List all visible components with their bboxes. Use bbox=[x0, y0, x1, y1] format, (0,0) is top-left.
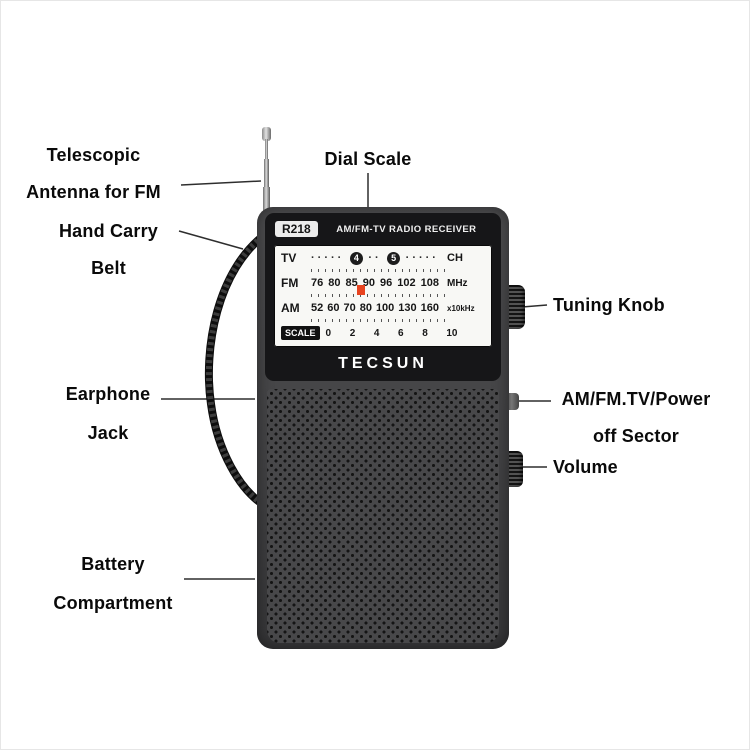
am-unit-label: x10kHz bbox=[447, 303, 475, 313]
fm-freq: 80 bbox=[328, 277, 341, 289]
am-freq: 70 bbox=[343, 302, 356, 314]
label-telescopic-antenna: Telescopic Antenna for FM bbox=[11, 137, 176, 211]
belt-braid-texture bbox=[205, 230, 269, 510]
scale-badge: SCALE bbox=[281, 326, 320, 340]
am-freq: 100 bbox=[375, 302, 395, 314]
scale-num: 2 bbox=[349, 327, 356, 339]
fm-band-label: FM bbox=[281, 276, 299, 290]
label-earphone-line1: Earphone bbox=[65, 384, 151, 404]
am-freq: 60 bbox=[327, 302, 340, 314]
label-hand-carry-line1: Hand Carry bbox=[58, 221, 159, 241]
label-earphone-jack: Earphone Jack bbox=[53, 375, 163, 453]
fm-freq: 76 bbox=[311, 277, 324, 289]
label-battery-compartment: Battery Compartment bbox=[29, 545, 197, 623]
tv-preset-4: 4 bbox=[349, 251, 363, 265]
fm-unit-label: MHz bbox=[447, 277, 468, 289]
tv-dots-mid: ·· bbox=[368, 252, 382, 264]
scale-num: 4 bbox=[373, 327, 380, 339]
label-power-sector-line1: AM/FM.TV/Power bbox=[561, 389, 711, 409]
label-volume: Volume bbox=[553, 457, 618, 477]
am-scale: 52 60 70 80 100 130 160 bbox=[311, 302, 439, 314]
receiver-title: AM/FM-TV RADIO RECEIVER bbox=[336, 223, 477, 235]
radio-face-panel: R218 AM/FM-TV RADIO RECEIVER TV ····· 4 … bbox=[265, 213, 501, 381]
label-dial-scale: Dial Scale bbox=[324, 149, 412, 169]
am-freq: 130 bbox=[398, 302, 417, 314]
am-band-label: AM bbox=[281, 301, 300, 315]
telescopic-antenna-segment-mid bbox=[264, 159, 269, 189]
label-telescopic-antenna-line2: Antenna for FM bbox=[26, 182, 161, 202]
tv-band-label: TV bbox=[281, 251, 297, 265]
tv-dots-right: ····· bbox=[405, 252, 439, 264]
tv-dots-left: ····· bbox=[311, 252, 345, 264]
label-power-sector-line2: off Sector bbox=[592, 426, 679, 446]
dial-scale-panel: TV ····· 4 ·· 5 ····· CH FM 76 80 85 90 bbox=[274, 245, 492, 347]
dial-row-fm: FM 76 80 85 90 96 102 108 MHz bbox=[274, 272, 492, 294]
label-hand-carry-line2: Belt bbox=[91, 258, 126, 278]
dial-ticks bbox=[311, 269, 446, 272]
tv-preset-5: 5 bbox=[387, 251, 401, 265]
fm-freq: 85 bbox=[345, 277, 358, 289]
scale-num: 8 bbox=[422, 327, 428, 339]
dial-ticks bbox=[311, 294, 446, 297]
label-power-sector: AM/FM.TV/Power off Sector bbox=[551, 381, 721, 455]
tuning-pointer bbox=[357, 285, 365, 295]
am-freq: 160 bbox=[420, 302, 439, 314]
telescopic-antenna-tip bbox=[262, 127, 271, 141]
scale-numbers: 0 2 4 6 8 10 bbox=[326, 328, 458, 339]
speaker-grille bbox=[267, 389, 499, 643]
dial-row-tv: TV ····· 4 ·· 5 ····· CH bbox=[274, 247, 492, 269]
am-freq: 52 bbox=[311, 302, 324, 314]
face-header: R218 AM/FM-TV RADIO RECEIVER bbox=[265, 213, 501, 245]
label-hand-carry-belt: Hand Carry Belt bbox=[41, 213, 176, 287]
tv-scale: ····· 4 ·· 5 ····· bbox=[311, 251, 439, 265]
label-battery-line2: Compartment bbox=[53, 593, 173, 613]
scale-num: 6 bbox=[398, 327, 404, 339]
label-earphone-line2: Jack bbox=[87, 423, 129, 443]
fm-scale: 76 80 85 90 96 102 108 bbox=[311, 277, 439, 289]
fm-freq: 108 bbox=[420, 277, 439, 289]
tv-ch-label: CH bbox=[447, 252, 463, 264]
label-tuning-knob: Tuning Knob bbox=[553, 295, 665, 315]
dial-row-am: AM 52 60 70 80 100 130 160 x10kHz bbox=[274, 297, 492, 319]
scale-num: 10 bbox=[446, 327, 458, 339]
leader-antenna bbox=[180, 180, 262, 186]
leader-tuning-knob bbox=[521, 304, 548, 308]
telescopic-antenna-segment-base bbox=[263, 187, 270, 211]
label-battery-line1: Battery bbox=[81, 554, 145, 574]
fm-freq: 102 bbox=[397, 277, 416, 289]
brand-logo: TECSUN bbox=[338, 355, 428, 372]
fm-freq: 90 bbox=[362, 277, 375, 289]
label-telescopic-antenna-line1: Telescopic bbox=[46, 145, 141, 165]
dial-row-scale: SCALE 0 2 4 6 8 10 bbox=[274, 322, 492, 344]
am-freq: 80 bbox=[359, 302, 372, 314]
scale-num: 0 bbox=[325, 327, 332, 339]
fm-freq: 96 bbox=[380, 277, 393, 289]
dial-ticks bbox=[311, 319, 446, 322]
hand-carry-belt bbox=[204, 229, 271, 511]
model-badge: R218 bbox=[275, 221, 318, 237]
telescopic-antenna-segment-top bbox=[265, 139, 268, 161]
